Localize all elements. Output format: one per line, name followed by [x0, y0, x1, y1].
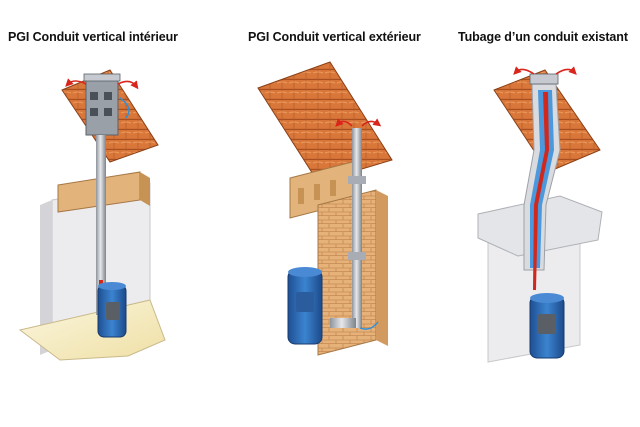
airflow-arrow-icon — [117, 80, 139, 90]
relining-stove — [529, 293, 565, 359]
exterior-brick-wall — [317, 189, 377, 356]
flexible-liner — [533, 92, 549, 290]
panel-title-exterior: PGI Conduit vertical extérieur — [248, 30, 421, 44]
panel-title-relining: Tubage d’un conduit existant — [458, 30, 628, 44]
airflow-arrow-icon — [361, 118, 382, 127]
airflow-arrow-icon — [513, 66, 535, 75]
panel-title-interior: PGI Conduit vertical intérieur — [8, 30, 178, 44]
airflow-arrow-icon — [335, 118, 353, 127]
airflow-arrow-icon — [359, 321, 379, 330]
interior-floor — [18, 299, 166, 361]
airflow-arrow-icon — [555, 66, 577, 75]
exterior-stove — [287, 267, 323, 345]
airflow-arrow-icon — [119, 97, 130, 119]
interior-flue-illustration — [18, 69, 166, 361]
exterior-flue-illustration — [257, 61, 393, 356]
airflow-arrow-icon — [65, 78, 87, 87]
interior-flue-pipe — [96, 135, 106, 315]
relining-illustration — [477, 66, 603, 363]
chimney-cap — [85, 79, 119, 136]
exterior-flue-pipe — [352, 128, 362, 328]
interior-stove — [97, 282, 127, 338]
